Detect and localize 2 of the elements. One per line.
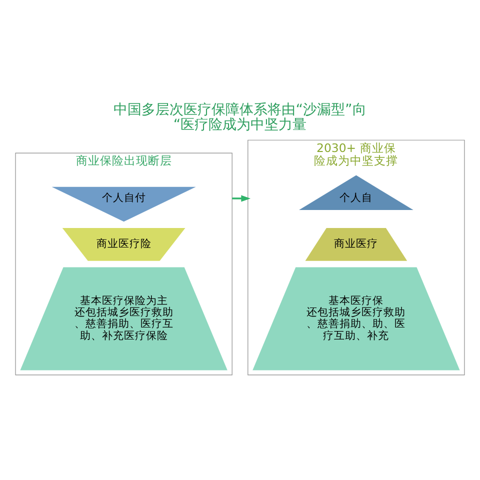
arrow bbox=[232, 195, 251, 202]
diagram-title: 中国多层次医疗保障体系将由“沙漏型”向“医疗险成为中坚力量 bbox=[114, 102, 366, 134]
